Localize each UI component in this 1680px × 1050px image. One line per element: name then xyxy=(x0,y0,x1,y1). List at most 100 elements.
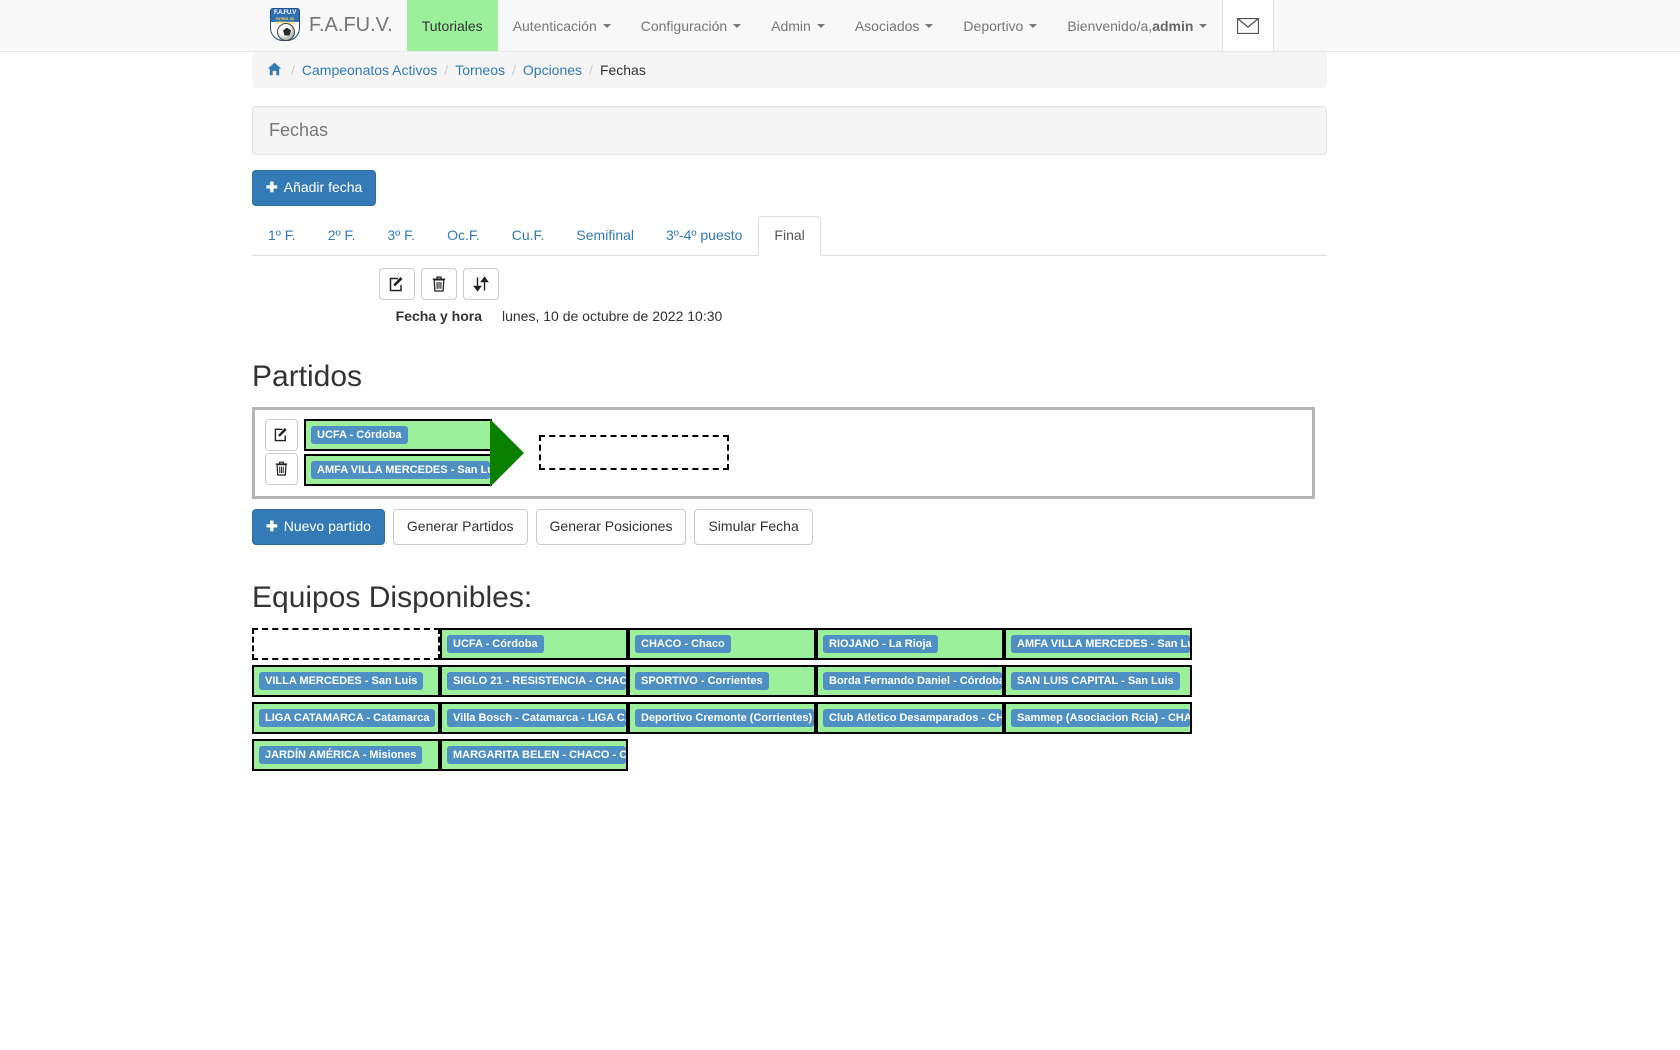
team-item[interactable]: VILLA MERCEDES - San Luis xyxy=(252,664,440,697)
tab-3f[interactable]: 3º F. xyxy=(387,227,416,243)
home-icon[interactable] xyxy=(267,62,282,79)
match-home-team[interactable]: UCFA - Córdoba xyxy=(311,425,408,444)
breadcrumb-item-fechas: Fechas xyxy=(599,62,646,78)
partidos-actions: ✚Nuevo partido Generar Partidos Generar … xyxy=(252,508,1327,545)
team-item[interactable]: LIGA CATAMARCA - Catamarca xyxy=(252,701,440,734)
user-name: admin xyxy=(1152,17,1194,34)
tab-ocf[interactable]: Oc.F. xyxy=(447,227,480,243)
edit-match-button[interactable] xyxy=(265,418,298,451)
navbar-inner: F.A.FU.V FUTBOL DE VETERANOS F.A.FU.V. T… xyxy=(270,0,1275,51)
grid-cell: Villa Bosch - Catamarca - LIGA CATAMARCA xyxy=(440,701,628,734)
team-item[interactable]: Villa Bosch - Catamarca - LIGA CATAMARCA xyxy=(440,701,628,734)
team-label[interactable]: RIOJANO - La Rioja xyxy=(823,634,938,653)
team-label[interactable]: JARDÍN AMÉRICA - Misiones xyxy=(259,745,423,764)
team-item[interactable]: MARGARITA BELEN - CHACO - Chaco xyxy=(440,738,628,771)
team-item[interactable]: Borda Fernando Daniel - Córdoba xyxy=(816,664,1004,697)
match-away-team[interactable]: AMFA VILLA MERCEDES - San Luis xyxy=(311,460,490,479)
grid-cell: RIOJANO - La Rioja xyxy=(816,627,1004,660)
generar-posiciones-button[interactable]: Generar Posiciones xyxy=(535,508,687,545)
top-navbar: F.A.FU.V FUTBOL DE VETERANOS F.A.FU.V. T… xyxy=(0,0,1680,52)
team-label[interactable]: Villa Bosch - Catamarca - LIGA CATAMARCA xyxy=(447,708,626,727)
team-label[interactable]: CHACO - Chaco xyxy=(635,634,731,653)
tab-2f[interactable]: 2º F. xyxy=(327,227,356,243)
edit-icon xyxy=(389,276,403,292)
team-item[interactable]: UCFA - Córdoba xyxy=(440,627,628,660)
team-label[interactable]: SIGLO 21 - RESISTENCIA - CHACO - Chaco xyxy=(447,671,626,690)
nav-item-deportivo[interactable]: Deportivo xyxy=(948,0,1052,51)
delete-fecha-button[interactable] xyxy=(421,267,457,300)
sort-fecha-button[interactable] xyxy=(463,267,499,300)
nav-item-admin[interactable]: Admin xyxy=(756,0,840,51)
chevron-down-icon xyxy=(816,23,825,28)
team-item[interactable]: JARDÍN AMÉRICA - Misiones xyxy=(252,738,440,771)
team-label[interactable]: VILLA MERCEDES - San Luis xyxy=(259,671,424,690)
page-title: Fechas xyxy=(252,106,1327,155)
tab-1f[interactable]: 1º F. xyxy=(268,227,296,243)
nav-item-autenticacion[interactable]: Autenticación xyxy=(498,0,626,51)
delete-match-button[interactable] xyxy=(265,452,298,485)
fafuv-shield-logo-icon: F.A.FU.V FUTBOL DE VETERANOS xyxy=(270,7,300,44)
team-item[interactable]: SIGLO 21 - RESISTENCIA - CHACO - Chaco xyxy=(440,664,628,697)
soccer-ball-icon xyxy=(277,22,295,41)
generar-partidos-button[interactable]: Generar Partidos xyxy=(392,508,528,545)
brand-link[interactable]: F.A.FU.V FUTBOL DE VETERANOS F.A.FU.V. xyxy=(270,0,407,51)
chevron-down-icon xyxy=(733,23,742,28)
breadcrumb-item-torneos[interactable]: Torneos xyxy=(455,62,505,78)
breadcrumb-separator: / xyxy=(291,62,295,78)
team-label[interactable]: SAN LUIS CAPITAL - San Luis xyxy=(1011,671,1180,690)
breadcrumb-separator: / xyxy=(512,62,516,78)
breadcrumb-item-opciones[interactable]: Opciones xyxy=(522,62,583,78)
nav-label: Tutoriales xyxy=(421,17,483,34)
breadcrumb-item-campeonatos-activos[interactable]: Campeonatos Activos xyxy=(301,62,438,78)
nav-item-configuracion[interactable]: Configuración xyxy=(626,0,756,51)
nav-item-asociados[interactable]: Asociados xyxy=(840,0,949,51)
nav-label: Configuración xyxy=(640,17,728,34)
team-label[interactable]: UCFA - Córdoba xyxy=(447,634,544,653)
team-label[interactable]: Borda Fernando Daniel - Córdoba xyxy=(823,671,1002,690)
team-item[interactable]: Deportivo Cremonte (Corrientes) - Corrie… xyxy=(628,701,816,734)
edit-icon xyxy=(274,428,287,442)
empty-dropzone[interactable] xyxy=(252,627,440,660)
team-label[interactable]: MARGARITA BELEN - CHACO - Chaco xyxy=(447,745,626,764)
nuevo-partido-label: Nuevo partido xyxy=(283,517,371,534)
team-item[interactable]: SAN LUIS CAPITAL - San Luis xyxy=(1004,664,1192,697)
team-label[interactable]: Club Atletico Desamparados - CHACO xyxy=(823,708,1002,727)
team-item[interactable]: CHACO - Chaco xyxy=(628,627,816,660)
messages-button[interactable] xyxy=(1222,0,1275,51)
fecha-hora-value: lunes, 10 de octubre de 2022 10:30 xyxy=(502,307,723,324)
nav-label: Deportivo xyxy=(963,17,1024,34)
tab-tercer-cuarto-puesto[interactable]: 3º-4º puesto xyxy=(666,227,743,243)
team-label[interactable]: LIGA CATAMARCA - Catamarca xyxy=(259,708,436,727)
chevron-down-icon xyxy=(602,23,611,28)
add-date-label: Añadir fecha xyxy=(283,179,363,195)
team-label[interactable]: Deportivo Cremonte (Corrientes) - Corrie… xyxy=(635,708,814,727)
tab-semifinal[interactable]: Semifinal xyxy=(576,227,635,243)
tab-cuf[interactable]: Cu.F. xyxy=(511,227,545,243)
trash-icon xyxy=(275,461,288,476)
team-label[interactable]: SPORTIVO - Corrientes xyxy=(635,671,769,690)
team-item[interactable]: AMFA VILLA MERCEDES - San Luis xyxy=(1004,627,1192,660)
team-item[interactable]: RIOJANO - La Rioja xyxy=(816,627,1004,660)
team-item[interactable]: SPORTIVO - Corrientes xyxy=(628,664,816,697)
match-away-slot[interactable]: AMFA VILLA MERCEDES - San Luis xyxy=(304,453,492,486)
match-home-slot[interactable]: UCFA - Córdoba xyxy=(304,418,492,451)
grid-cell: SPORTIVO - Corrientes xyxy=(628,664,816,697)
nav-item-user-menu[interactable]: Bienvenido/a, admin xyxy=(1052,0,1222,51)
team-label[interactable]: Sammep (Asociacion Rcia) - CHACO - Chaco xyxy=(1011,708,1190,727)
fecha-detail: Fecha y hora lunes, 10 de octubre de 202… xyxy=(252,267,1327,324)
grid-cell: CHACO - Chaco xyxy=(628,627,816,660)
team-label[interactable]: AMFA VILLA MERCEDES - San Luis xyxy=(1011,634,1190,653)
nuevo-partido-button[interactable]: ✚Nuevo partido xyxy=(252,508,385,545)
match-result-dropzone[interactable] xyxy=(539,435,729,471)
team-item[interactable]: Club Atletico Desamparados - CHACO xyxy=(816,701,1004,734)
edit-fecha-button[interactable] xyxy=(379,267,415,300)
team-item[interactable]: Sammep (Asociacion Rcia) - CHACO - Chaco xyxy=(1004,701,1192,734)
grid-cell: MARGARITA BELEN - CHACO - Chaco xyxy=(440,738,628,771)
nav-item-tutoriales[interactable]: Tutoriales xyxy=(406,0,498,51)
breadcrumb-separator: / xyxy=(589,62,593,78)
simular-fecha-button[interactable]: Simular Fecha xyxy=(694,508,813,545)
add-date-button[interactable]: ✚Añadir fecha xyxy=(252,170,377,206)
tab-final[interactable]: Final xyxy=(758,216,821,256)
nav-label: Autenticación xyxy=(512,17,597,34)
